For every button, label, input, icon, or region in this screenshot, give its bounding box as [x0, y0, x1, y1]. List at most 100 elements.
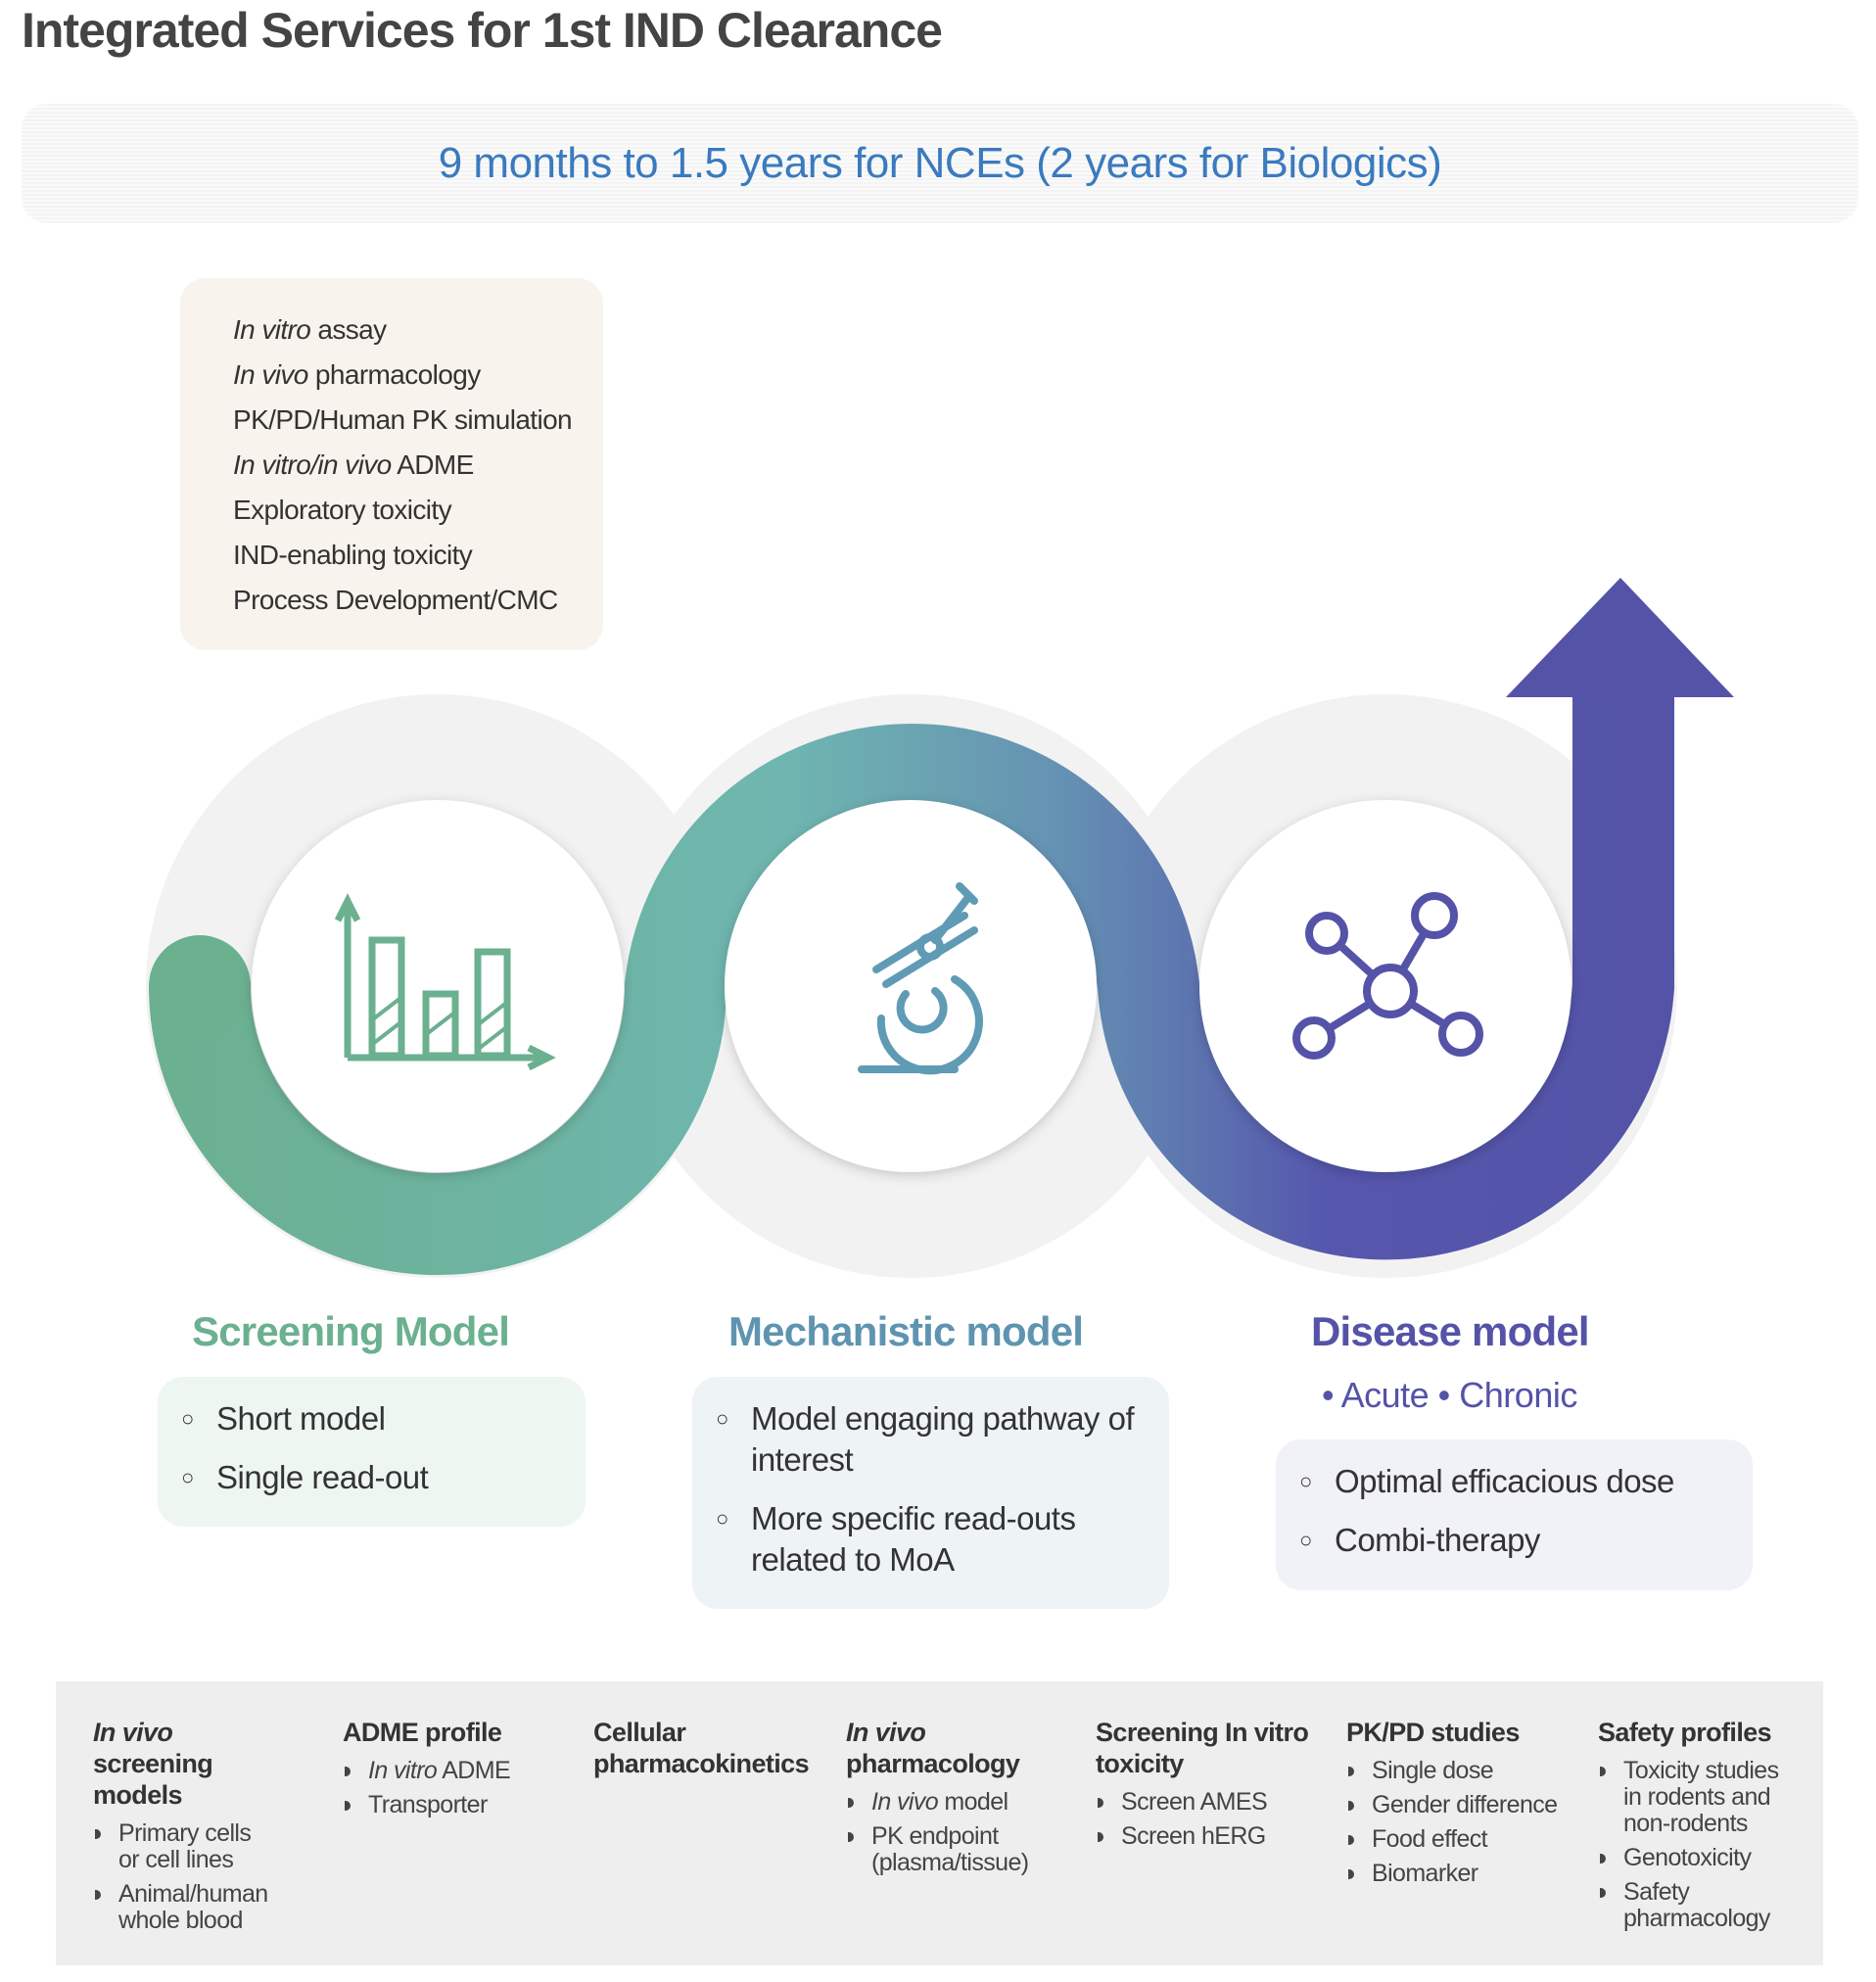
service-item-italic: In vitro/in vivo	[233, 449, 392, 480]
category-item: Single dose	[1346, 1758, 1562, 1784]
category-item: Gender difference	[1346, 1792, 1562, 1818]
category-item: Safety pharmacology	[1598, 1879, 1794, 1932]
category-item-text: Screen hERG	[1121, 1822, 1266, 1850]
category-title-italic: In vivo	[846, 1718, 926, 1747]
category-item-text: Primary cells or cell lines	[118, 1819, 252, 1873]
service-item-italic: In vivo	[233, 359, 308, 390]
category-title: Safety profiles	[1598, 1717, 1794, 1748]
page-title: Integrated Services for 1st IND Clearanc…	[22, 3, 943, 58]
category-item-italic: In vitro	[368, 1757, 438, 1784]
service-item-text: Exploratory toxicity	[233, 495, 452, 525]
service-item-text: Process Development/CMC	[233, 585, 558, 615]
category-items: In vitro ADME Transporter	[343, 1758, 558, 1818]
category-title-text: PK/PD studies	[1346, 1718, 1520, 1747]
microscope-icon	[858, 882, 983, 1075]
process-diagram	[146, 578, 1734, 1278]
arrow-up-icon	[1506, 578, 1734, 697]
category-item: PK endpoint (plasma/tissue)	[846, 1823, 1061, 1876]
list-item: Model engaging pathway of interest	[716, 1398, 1149, 1481]
category-item: In vivo model	[846, 1789, 1061, 1816]
disease-model-box: Optimal efficacious dose Combi-therapy	[1276, 1439, 1753, 1590]
disease-model-title: Disease model	[1311, 1308, 1590, 1354]
category-items: Toxicity studies in rodents and non-rode…	[1598, 1758, 1794, 1932]
list-item: More specific read-outs related to MoA	[716, 1498, 1149, 1581]
category-title: In vivo pharmacology	[846, 1717, 1061, 1779]
category-items: In vivo model PK endpoint (plasma/tissue)	[846, 1789, 1061, 1876]
category-item-text: Genotoxicity	[1623, 1844, 1752, 1871]
category-item: Animal/human whole blood	[93, 1881, 268, 1934]
service-item: In vitro/in vivo ADME	[233, 443, 603, 488]
service-item-italic: In vitro	[233, 314, 311, 345]
service-item-text: IND-enabling toxicity	[233, 540, 473, 570]
category-title-italic: In vivo	[93, 1718, 173, 1747]
category-title-text: ADME profile	[343, 1718, 502, 1747]
category-item: Biomarker	[1346, 1861, 1562, 1887]
list-item: Optimal efficacious dose	[1299, 1461, 1733, 1502]
category-title: Cellular pharmacokinetics	[593, 1717, 810, 1779]
mechanistic-circle	[725, 800, 1097, 1172]
category-item: Genotoxicity	[1598, 1845, 1794, 1871]
banner-text: 9 months to 1.5 years for NCEs (2 years …	[438, 139, 1442, 187]
category-title: ADME profile	[343, 1717, 558, 1748]
category-item-text: Biomarker	[1372, 1860, 1478, 1887]
category-item-text: Toxicity studies in rodents and non-rode…	[1623, 1757, 1779, 1837]
disease-model-subtitle: • Acute • Chronic	[1322, 1375, 1577, 1415]
screening-model-title: Screening Model	[192, 1308, 510, 1354]
service-item-text: ADME	[391, 449, 474, 480]
category-item: Food effect	[1346, 1826, 1562, 1853]
list-item: Combi-therapy	[1299, 1520, 1733, 1561]
category-item: Transporter	[343, 1792, 558, 1818]
category-item-text: PK endpoint (plasma/tissue)	[871, 1822, 1029, 1876]
category-title: Screening In vitro toxicity	[1096, 1717, 1311, 1779]
service-item: IND-enabling toxicity	[233, 533, 603, 578]
category-title: In vivo screening models	[93, 1717, 259, 1811]
category-item-text: model	[938, 1788, 1008, 1816]
category-items: Screen AMES Screen hERG	[1096, 1789, 1311, 1850]
band-start-cap	[149, 935, 251, 1037]
category-item: Screen AMES	[1096, 1789, 1311, 1816]
category-item: In vitro ADME	[343, 1758, 558, 1784]
category-title-text: Cellular pharmacokinetics	[593, 1718, 810, 1778]
category-title-text: Screening In vitro toxicity	[1096, 1718, 1309, 1778]
bar-chart-icon	[334, 893, 556, 1071]
service-item: Exploratory toxicity	[233, 488, 603, 533]
mechanistic-model-box: Model engaging pathway of interest More …	[692, 1377, 1169, 1609]
category-item-text: Transporter	[368, 1791, 488, 1818]
category-item-text: Screen AMES	[1121, 1788, 1268, 1816]
category-item: Toxicity studies in rodents and non-rode…	[1598, 1758, 1794, 1837]
category-item-text: Safety pharmacology	[1623, 1878, 1770, 1932]
service-item-text: PK/PD/Human PK simulation	[233, 404, 573, 435]
category-column: Cellular pharmacokinetics	[593, 1717, 810, 1789]
list-item: Single read-out	[181, 1457, 566, 1498]
category-item-text: Single dose	[1372, 1757, 1494, 1784]
list-item: Short model	[181, 1398, 566, 1439]
service-item: Process Development/CMC	[233, 578, 603, 623]
service-item-text: pharmacology	[307, 359, 481, 390]
molecule-icon	[1292, 892, 1483, 1060]
category-item-text: ADME	[437, 1757, 511, 1784]
category-item-text: Gender difference	[1372, 1791, 1558, 1818]
category-title-text: screening models	[93, 1749, 213, 1810]
screening-circle	[252, 800, 624, 1172]
category-item-italic: In vivo	[871, 1788, 939, 1816]
flow-band	[149, 685, 1674, 1275]
screening-model-box: Short model Single read-out	[158, 1377, 586, 1527]
service-item: In vivo pharmacology	[233, 353, 603, 398]
category-title: PK/PD studies	[1346, 1717, 1562, 1748]
category-title-text: Safety profiles	[1598, 1718, 1772, 1747]
category-item: Screen hERG	[1096, 1823, 1311, 1850]
category-item: Primary cells or cell lines	[93, 1820, 259, 1873]
category-item-text: Food effect	[1372, 1825, 1488, 1853]
mechanistic-model-title: Mechanistic model	[728, 1308, 1084, 1354]
service-item: In vitro assay	[233, 307, 603, 353]
service-item-text: assay	[310, 314, 387, 345]
category-title-text: pharmacology	[846, 1749, 1020, 1778]
